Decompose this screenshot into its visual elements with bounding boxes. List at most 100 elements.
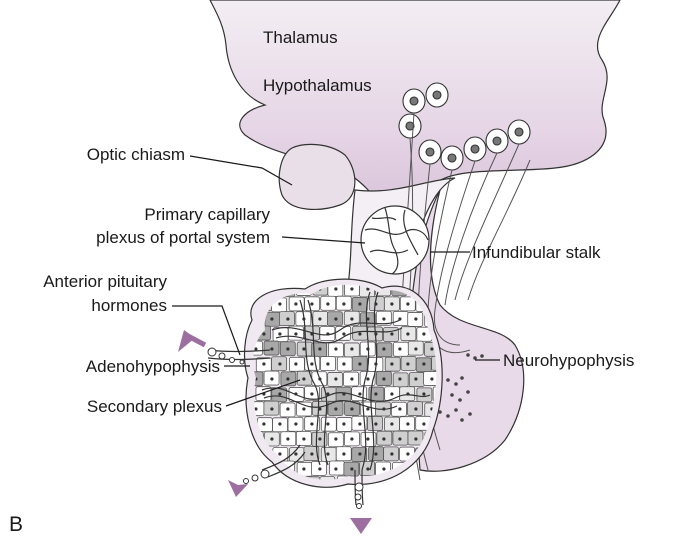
gland-cell-nucleus: [278, 482, 281, 485]
label-hypothalamus: Hypothalamus: [263, 76, 372, 95]
gland-cell-nucleus: [286, 317, 289, 320]
gland-cell: [417, 478, 432, 492]
gland-cell-nucleus: [254, 287, 257, 290]
gland-cell-nucleus: [294, 422, 297, 425]
gland-cell-nucleus: [350, 287, 353, 290]
gland-cell-nucleus: [390, 452, 393, 455]
gland-cell-nucleus: [366, 377, 369, 380]
figure-letter: B: [9, 513, 23, 536]
gland-cell-nucleus: [422, 392, 425, 395]
gland-cell-nucleus: [414, 467, 417, 470]
gland-cell-nucleus: [350, 377, 353, 380]
gland-cell-nucleus: [406, 482, 409, 485]
gland-cell-nucleus: [326, 302, 329, 305]
gland-cell-nucleus: [342, 422, 345, 425]
gland-cell-nucleus: [270, 407, 273, 410]
gland-cell-nucleus: [310, 392, 313, 395]
gland-cell-nucleus: [414, 377, 417, 380]
gland-cell-nucleus: [278, 302, 281, 305]
gland-cell-nucleus: [358, 362, 361, 365]
gland-cell-nucleus: [278, 362, 281, 365]
gland-cell-nucleus: [350, 317, 353, 320]
gland-cell: [433, 477, 448, 491]
gland-cell-nucleus: [318, 467, 321, 470]
gland-cell-nucleus: [366, 467, 369, 470]
gland-cell-nucleus: [326, 422, 329, 425]
gland-cell-nucleus: [270, 437, 273, 440]
gland-cell-nucleus: [302, 437, 305, 440]
gland-cell-nucleus: [254, 467, 257, 470]
gland-cell-nucleus: [422, 422, 425, 425]
gland-cell-nucleus: [342, 452, 345, 455]
gland-cell-nucleus: [310, 302, 313, 305]
gland-cell-nucleus: [422, 332, 425, 335]
gland-cell-nucleus: [374, 452, 377, 455]
label-neurohypophysis: Neurohypophysis: [503, 351, 634, 370]
gland-cell-nucleus: [302, 377, 305, 380]
gland-cell-nucleus: [278, 422, 281, 425]
gland-cell-nucleus: [334, 407, 337, 410]
gland-cell-nucleus: [390, 422, 393, 425]
gland-cell-nucleus: [382, 467, 385, 470]
gland-cell-nucleus: [406, 362, 409, 365]
gland-cell-nucleus: [406, 422, 409, 425]
gland-cell-nucleus: [270, 347, 273, 350]
gland-cell-nucleus: [262, 482, 265, 485]
gland-cell-nucleus: [270, 467, 273, 470]
gland-cell-nucleus: [358, 392, 361, 395]
label-primary-capillary-2: plexus of portal system: [96, 228, 270, 247]
gland-cell-nucleus: [390, 482, 393, 485]
label-secondary-plexus: Secondary plexus: [87, 397, 222, 416]
gland-cell-nucleus: [406, 332, 409, 335]
gland-cell-nucleus: [390, 362, 393, 365]
gland-cell-nucleus: [390, 302, 393, 305]
gland-cell: [401, 477, 416, 491]
gland-cell-nucleus: [334, 437, 337, 440]
gland-cell-nucleus: [414, 437, 417, 440]
gland-cell-nucleus: [358, 332, 361, 335]
gland-cell-nucleus: [366, 437, 369, 440]
gland-cell-nucleus: [278, 392, 281, 395]
gland-cell-nucleus: [422, 482, 425, 485]
gland-cell-nucleus: [358, 422, 361, 425]
gland-cell-nucleus: [262, 362, 265, 365]
gland-cell-nucleus: [278, 332, 281, 335]
gland-cell-nucleus: [398, 437, 401, 440]
gland-cell-nucleus: [342, 302, 345, 305]
label-anterior-pituitary-2: hormones: [91, 296, 167, 315]
gland-cell-nucleus: [286, 437, 289, 440]
gland-cell-nucleus: [286, 407, 289, 410]
gland-cell-nucleus: [270, 287, 273, 290]
gland-cell: [273, 478, 288, 492]
gland-cell-nucleus: [310, 452, 313, 455]
label-anterior-pituitary-1: Anterior pituitary: [43, 272, 167, 291]
gland-cell-nucleus: [318, 347, 321, 350]
gland-cell-nucleus: [430, 347, 433, 350]
gland-cell-nucleus: [342, 362, 345, 365]
gland-cell-nucleus: [334, 347, 337, 350]
gland-cell-nucleus: [398, 407, 401, 410]
gland-cell-nucleus: [270, 317, 273, 320]
gland-cell-nucleus: [374, 422, 377, 425]
gland-cell-nucleus: [350, 407, 353, 410]
gland-cell-nucleus: [414, 317, 417, 320]
gland-cell-nucleus: [390, 332, 393, 335]
gland-cell-nucleus: [422, 362, 425, 365]
gland-cell-nucleus: [366, 407, 369, 410]
gland-cell-nucleus: [326, 452, 329, 455]
gland-cell-nucleus: [358, 302, 361, 305]
gland-cell-nucleus: [398, 347, 401, 350]
gland-cell-nucleus: [294, 452, 297, 455]
gland-cell: [257, 477, 272, 491]
gland-cell-nucleus: [302, 347, 305, 350]
gland-cell-nucleus: [302, 467, 305, 470]
gland-cell-nucleus: [406, 452, 409, 455]
gland-cell: [248, 282, 263, 296]
gland-cell-nucleus: [414, 347, 417, 350]
label-optic-chiasm: Optic chiasm: [87, 145, 185, 164]
gland-cell-nucleus: [430, 377, 433, 380]
gland-cell-nucleus: [294, 362, 297, 365]
gland-cell-nucleus: [270, 377, 273, 380]
gland-cell-nucleus: [318, 317, 321, 320]
